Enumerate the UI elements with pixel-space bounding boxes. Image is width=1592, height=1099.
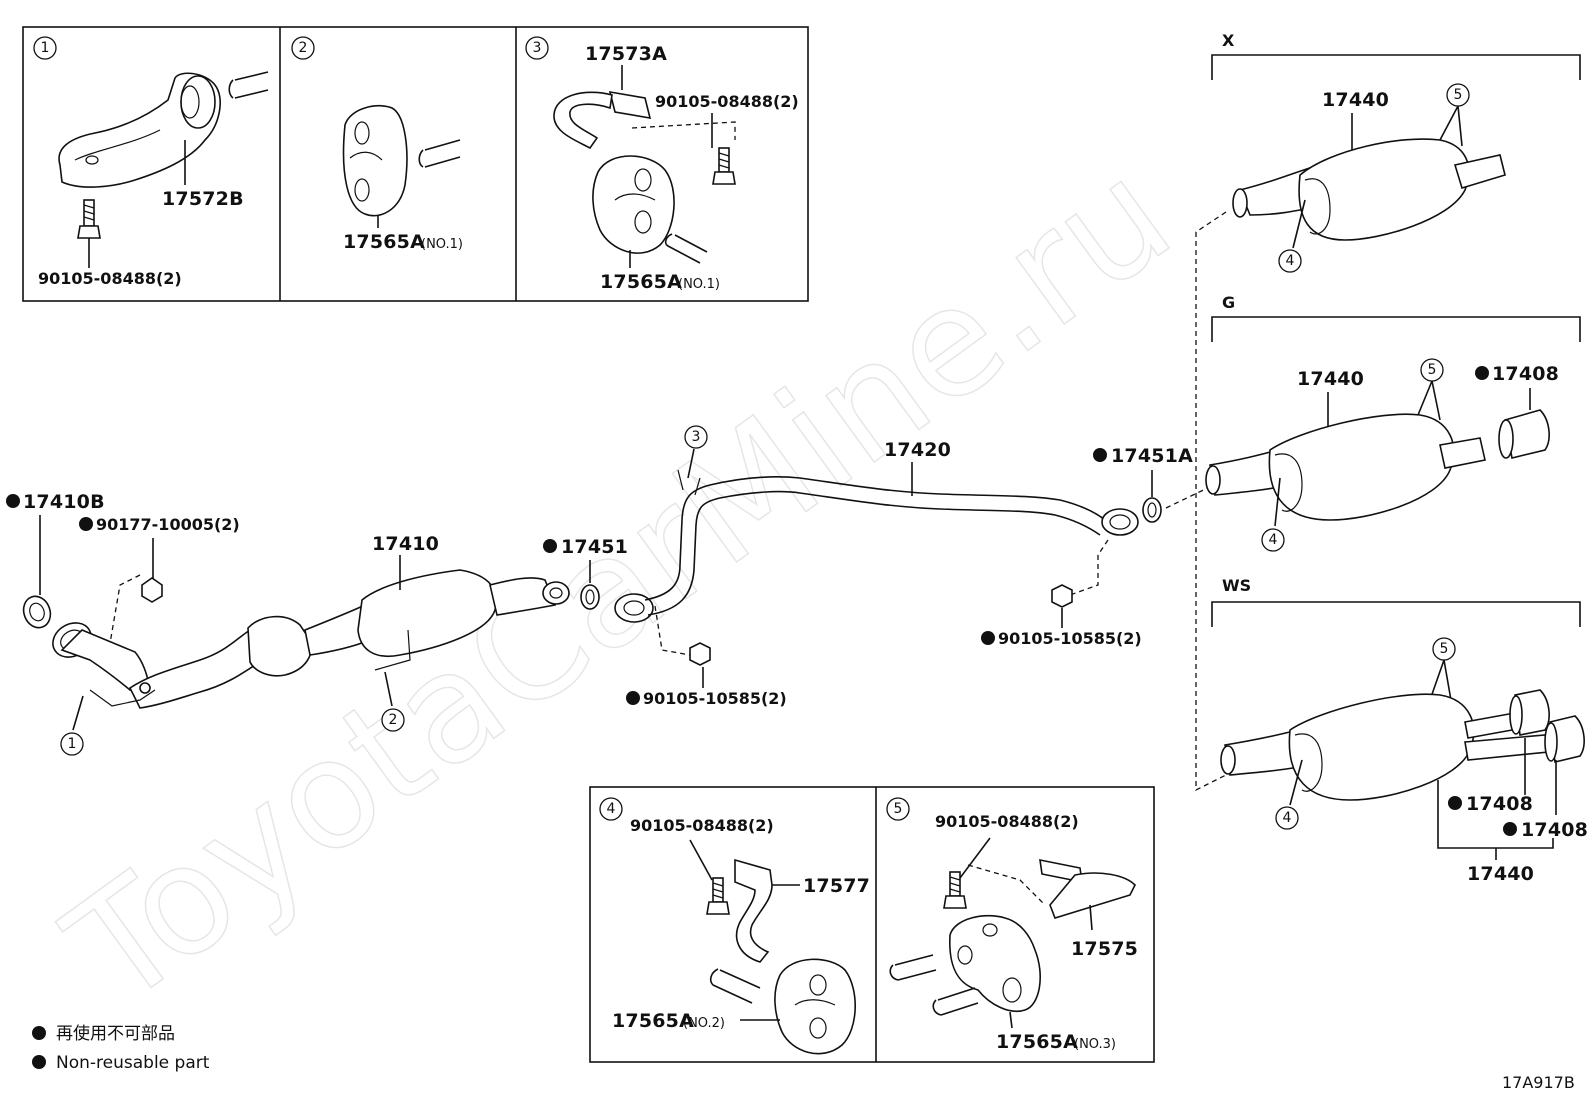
exhaust-bracket-17572b: [58, 72, 221, 188]
exhaust-hanger-17565a: [592, 155, 675, 254]
bolt-90105-08488-inset3: 90105-08488(2): [655, 92, 799, 111]
bolt-icon: [712, 147, 736, 185]
callout-4-g: 4: [1261, 477, 1285, 552]
bolt-90105-10585-b: 90105-10585(2): [981, 539, 1142, 648]
svg-text:5: 5: [1428, 362, 1437, 378]
gasket-17410b: 17410B: [6, 491, 105, 629]
svg-text:17440: 17440: [1297, 368, 1364, 390]
svg-text:3: 3: [692, 429, 701, 445]
part-17565a-no1-inset3: 17565A: [600, 271, 682, 293]
watermark: ToyotaCarMine.ru: [38, 128, 1201, 1040]
inset-2: 2 17565A (NO.1): [291, 36, 463, 253]
diagram-code: 17A917B: [1502, 1073, 1575, 1092]
svg-text:17575: 17575: [1071, 938, 1138, 960]
svg-text:17440: 17440: [1322, 89, 1389, 111]
bolt-90105-08488: 90105-08488(2): [38, 269, 182, 288]
inset-5-number: 5: [886, 797, 910, 821]
exhaust-hanger-17565a: [342, 104, 408, 217]
variant-ws: WS 5 4 17408 17408 17440: [1211, 576, 1588, 885]
svg-text:(NO.2): (NO.2): [683, 1016, 725, 1031]
inset-1: 1 17572B 90105-08488(2): [33, 36, 269, 288]
legend-english: Non-reusable part: [56, 1053, 210, 1073]
inset-4: 4 90105-08488(2) 17577 17565A (NO.2): [599, 797, 870, 1055]
part-17565a-note: (NO.1): [421, 237, 463, 252]
svg-text:90105-08488(2): 90105-08488(2): [630, 816, 774, 835]
bolt-90105-10585-a: 90105-10585(2): [626, 605, 787, 708]
bolt-icon: [77, 199, 101, 239]
svg-text:WS: WS: [1222, 576, 1251, 595]
svg-text:1: 1: [41, 40, 50, 56]
svg-text:90105-10585(2): 90105-10585(2): [643, 689, 787, 708]
exhaust-hanger-17565a-no3: [949, 914, 1041, 1012]
callout-5-g: 5: [1417, 358, 1444, 421]
svg-text:5: 5: [1454, 87, 1463, 103]
inset-1-number: 1: [33, 36, 57, 60]
svg-text:17565A: 17565A: [612, 1010, 694, 1032]
front-pipe-17410: [52, 569, 570, 709]
variant-g: G 17440 5 17408 4: [1205, 293, 1581, 552]
svg-text:X: X: [1222, 31, 1235, 50]
legend: 再使用不可部品 Non-reusable part: [32, 1023, 210, 1073]
svg-text:17451A: 17451A: [1111, 445, 1193, 467]
bolt-icon: [943, 871, 967, 909]
callout-2: 2: [381, 671, 405, 732]
svg-text:4: 4: [607, 801, 616, 817]
svg-text:4: 4: [1286, 253, 1295, 269]
callout-1: 1: [60, 695, 84, 756]
svg-text:3: 3: [533, 40, 542, 56]
gasket-17451: 17451: [543, 536, 628, 610]
callout-5-x: 5: [1439, 83, 1470, 147]
svg-text:17408: 17408: [1492, 363, 1559, 385]
svg-text:(NO.3): (NO.3): [1074, 1037, 1116, 1052]
callout-3: 3: [684, 425, 708, 479]
svg-text:17410B: 17410B: [23, 491, 105, 513]
svg-text:5: 5: [1440, 641, 1449, 657]
exhaust-hanger-17565a-no2: [774, 958, 856, 1055]
nut-90177-10005: 90177-10005(2): [79, 515, 240, 656]
hanger-bracket-17577: [734, 858, 773, 963]
inset-panel-bottom: [589, 786, 1155, 1063]
callout-4-x: 4: [1278, 199, 1306, 273]
svg-text:17577: 17577: [803, 875, 870, 897]
svg-text:17565A: 17565A: [996, 1031, 1078, 1053]
inset-panel-top: [22, 26, 809, 302]
part-17420: 17420: [884, 439, 951, 461]
svg-text:G: G: [1222, 293, 1235, 312]
variant-x: X 17440 5 4: [1211, 31, 1581, 273]
variant-connector: [1195, 211, 1227, 792]
center-pipe-17420: [614, 469, 1139, 623]
inset-3-number: 3: [525, 36, 549, 60]
svg-text:90105-10585(2): 90105-10585(2): [998, 629, 1142, 648]
inset-4-number: 4: [599, 797, 623, 821]
svg-text:5: 5: [894, 801, 903, 817]
part-17565a-no1: 17565A: [343, 231, 425, 253]
hanger-bracket-17573a: [553, 91, 652, 150]
part-17565a-note-inset3: (NO.1): [678, 277, 720, 292]
bolt-icon: [706, 877, 730, 915]
svg-text:17440: 17440: [1467, 863, 1534, 885]
svg-text:90105-08488(2): 90105-08488(2): [935, 812, 1079, 831]
legend-japanese: 再使用不可部品: [56, 1023, 175, 1044]
part-17572b: 17572B: [162, 188, 244, 210]
inset-5: 5 90105-08488(2) 17575 17565A (NO.3): [886, 797, 1138, 1053]
svg-text:17408: 17408: [1521, 819, 1588, 841]
hanger-rod-17575: [1039, 858, 1136, 919]
svg-text:2: 2: [299, 40, 308, 56]
svg-text:1: 1: [68, 736, 77, 752]
part-17410: 17410: [372, 533, 439, 555]
callout-4-ws: 4: [1275, 759, 1303, 830]
part-17573a: 17573A: [585, 43, 667, 65]
svg-text:17451: 17451: [561, 536, 628, 558]
inset-3: 3 17573A 90105-08488(2) 17565A (NO.1): [525, 36, 799, 293]
svg-text:17408: 17408: [1466, 793, 1533, 815]
gasket-17451a: 17451A: [1093, 445, 1193, 523]
svg-text:2: 2: [389, 712, 398, 728]
inset-2-number: 2: [291, 36, 315, 60]
svg-text:4: 4: [1283, 810, 1292, 826]
svg-text:90177-10005(2): 90177-10005(2): [96, 515, 240, 534]
svg-text:4: 4: [1269, 532, 1278, 548]
